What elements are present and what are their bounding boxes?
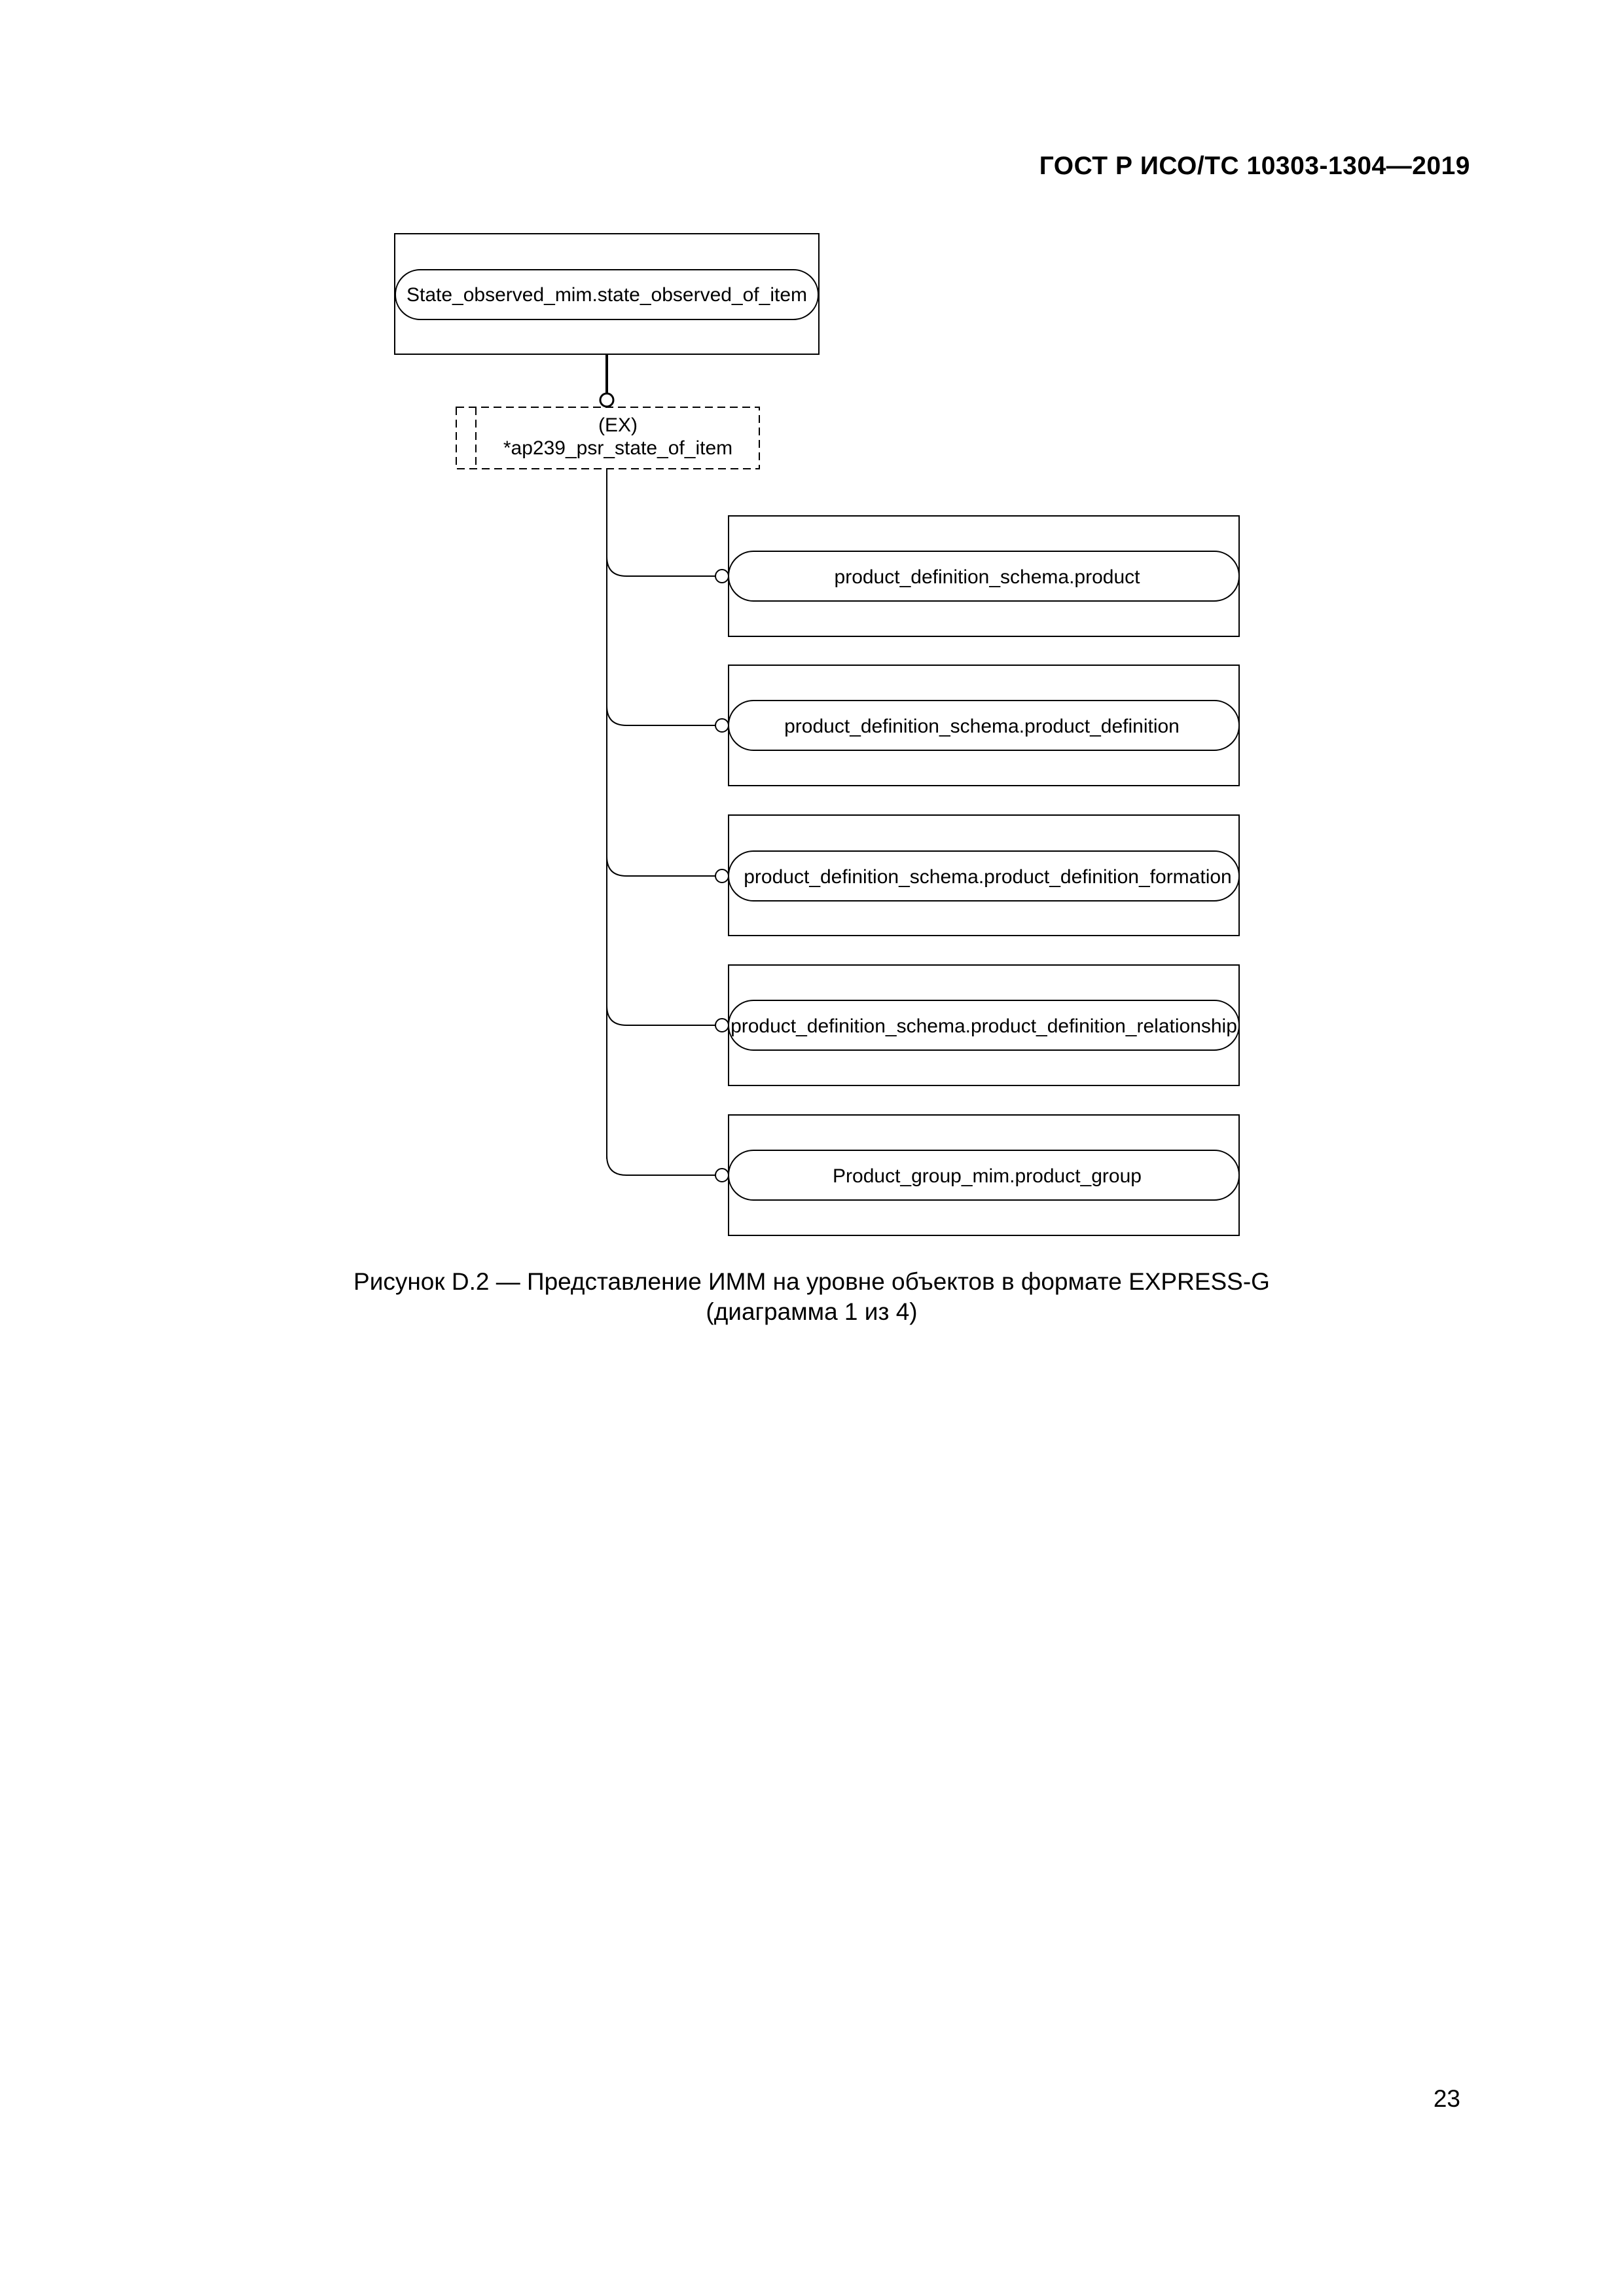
document-header: ГОСТ Р ИСО/ТС 10303-1304—2019 [1039, 152, 1470, 180]
page-number: 23 [1433, 2085, 1460, 2112]
item-label: product_definition_schema.product_defini… [731, 1015, 1237, 1037]
root-entity: State_observed_mim.state_observed_of_ite… [394, 233, 820, 355]
item-label: Product_group_mim.product_group [833, 1165, 1142, 1187]
item-product-definition-formation: product_definition_schema.product_defini… [606, 814, 1240, 936]
figure-caption: Рисунок D.2 — Представление ИММ на уровн… [0, 1267, 1624, 1327]
item-label: product_definition_schema.product_defini… [744, 866, 1231, 888]
select-type-label: *ap239_psr_state_of_item [503, 437, 732, 459]
select-connector-circle [599, 392, 615, 408]
item-product-definition: product_definition_schema.product_defini… [606, 665, 1240, 786]
item-product-definition-relationship: product_definition_schema.product_defini… [606, 964, 1240, 1086]
select-type-tag: (EX) [598, 414, 638, 436]
select-type: (EX) *ap239_psr_state_of_item [456, 407, 760, 469]
item-label: product_definition_schema.product [835, 566, 1141, 588]
item-product-group: Product_group_mim.product_group [606, 1114, 1240, 1236]
caption-line-1: Рисунок D.2 — Представление ИММ на уровн… [353, 1268, 1270, 1295]
root-entity-label: State_observed_mim.state_observed_of_ite… [406, 284, 807, 306]
item-product: product_definition_schema.product [606, 515, 1240, 637]
item-label: product_definition_schema.product_defini… [784, 716, 1180, 737]
caption-line-2: (диаграмма 1 из 4) [706, 1298, 918, 1325]
